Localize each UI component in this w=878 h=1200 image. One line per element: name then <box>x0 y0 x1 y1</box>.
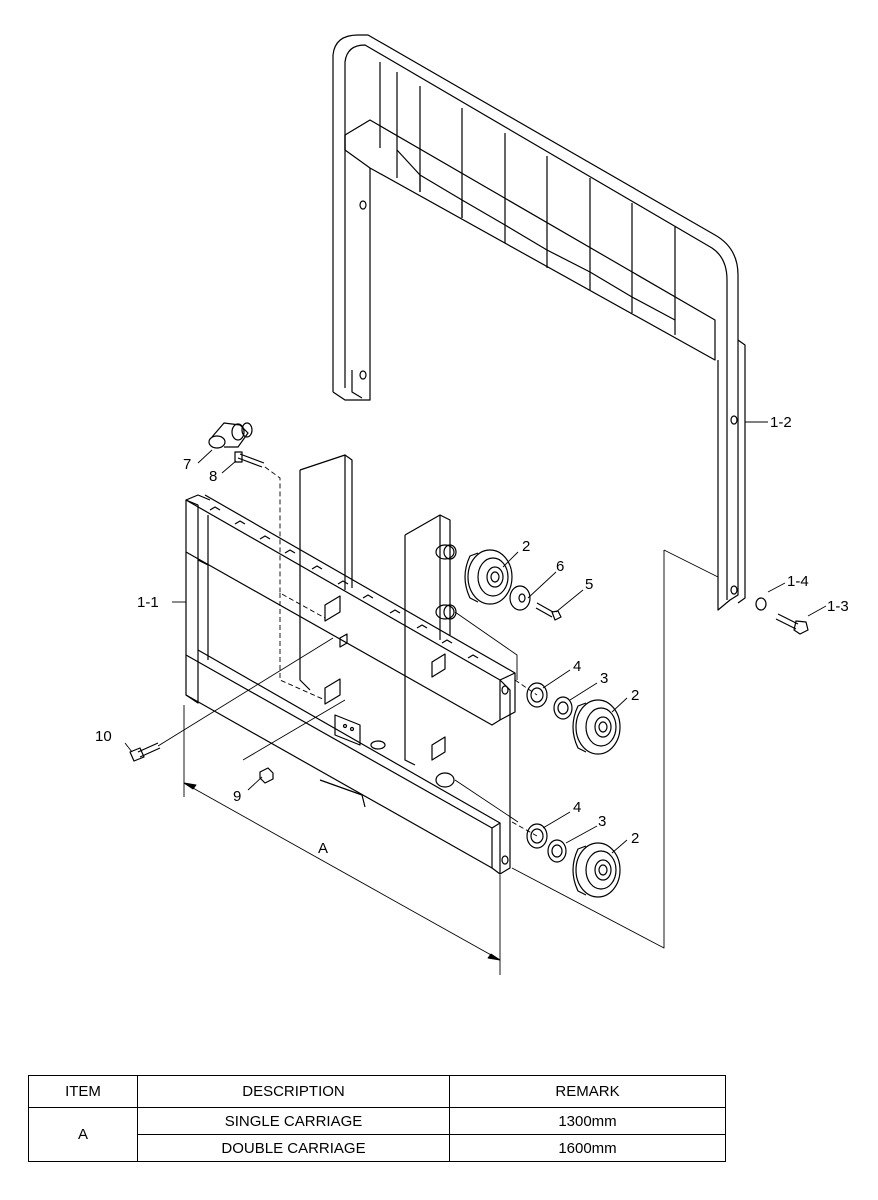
bolt-5 <box>535 602 562 621</box>
callout-5: 5 <box>585 576 593 593</box>
callout-3-upper: 3 <box>600 670 608 687</box>
leader-lines <box>124 421 827 949</box>
description-cell: DOUBLE CARRIAGE <box>137 1134 450 1162</box>
roller-upper <box>464 549 513 605</box>
callout-4-lower: 4 <box>573 799 581 816</box>
table-row: DOUBLE CARRIAGE 1600mm <box>29 1134 726 1162</box>
callout-6: 6 <box>556 558 564 575</box>
callout-4-upper: 4 <box>573 658 581 675</box>
callout-2-lower: 2 <box>631 830 639 847</box>
exploded-parts-diagram: 1-1 1-2 1-3 1-4 2 2 2 3 3 4 4 5 6 7 8 9 … <box>95 34 849 975</box>
remark-cell: 1600mm <box>449 1134 726 1162</box>
stopper-7 <box>208 422 253 449</box>
washer-1-4 <box>755 597 767 611</box>
header-description: DESCRIPTION <box>137 1075 450 1108</box>
bolt-1-3 <box>775 613 809 635</box>
callout-10: 10 <box>95 728 112 745</box>
description-cell: SINGLE CARRIAGE <box>137 1107 450 1135</box>
callout-2-upper: 2 <box>522 538 530 555</box>
table-header-row: ITEM DESCRIPTION REMARK <box>28 1075 726 1108</box>
washer-6 <box>509 585 531 611</box>
callout-1-1: 1-1 <box>137 594 159 611</box>
dimension-a <box>183 705 501 975</box>
shim-4-upper <box>526 682 548 708</box>
bolt-8 <box>234 451 265 468</box>
callout-8: 8 <box>209 468 217 485</box>
shim-3-upper <box>553 696 573 720</box>
header-item: ITEM <box>28 1075 138 1108</box>
callout-2-middle: 2 <box>631 687 639 704</box>
callout-7: 7 <box>183 456 191 473</box>
load-backrest <box>332 34 746 611</box>
item-cell: A <box>28 1107 138 1162</box>
fork-carriage <box>185 454 516 875</box>
callout-1-4: 1-4 <box>787 573 809 590</box>
callout-labels: 1-1 1-2 1-3 1-4 2 2 2 3 3 4 4 5 6 7 8 9 … <box>95 414 849 857</box>
carriage-spec-table: ITEM DESCRIPTION REMARK A SINGLE CARRIAG… <box>28 1075 726 1162</box>
roller-middle <box>572 699 621 755</box>
header-remark: REMARK <box>449 1075 726 1108</box>
callout-1-2: 1-2 <box>770 414 792 431</box>
shim-3-lower <box>547 839 567 863</box>
callout-9: 9 <box>233 788 241 805</box>
callout-3-lower: 3 <box>598 813 606 830</box>
table-row: A SINGLE CARRIAGE 1300mm <box>28 1107 726 1162</box>
shim-4-lower <box>526 823 548 849</box>
dimension-a-label: A <box>318 840 328 857</box>
remark-cell: 1300mm <box>449 1107 726 1135</box>
callout-1-3: 1-3 <box>827 598 849 615</box>
bolt-10 <box>129 742 161 762</box>
nut-9 <box>259 767 274 784</box>
roller-lower <box>572 842 621 898</box>
hidden-lines <box>264 466 538 837</box>
